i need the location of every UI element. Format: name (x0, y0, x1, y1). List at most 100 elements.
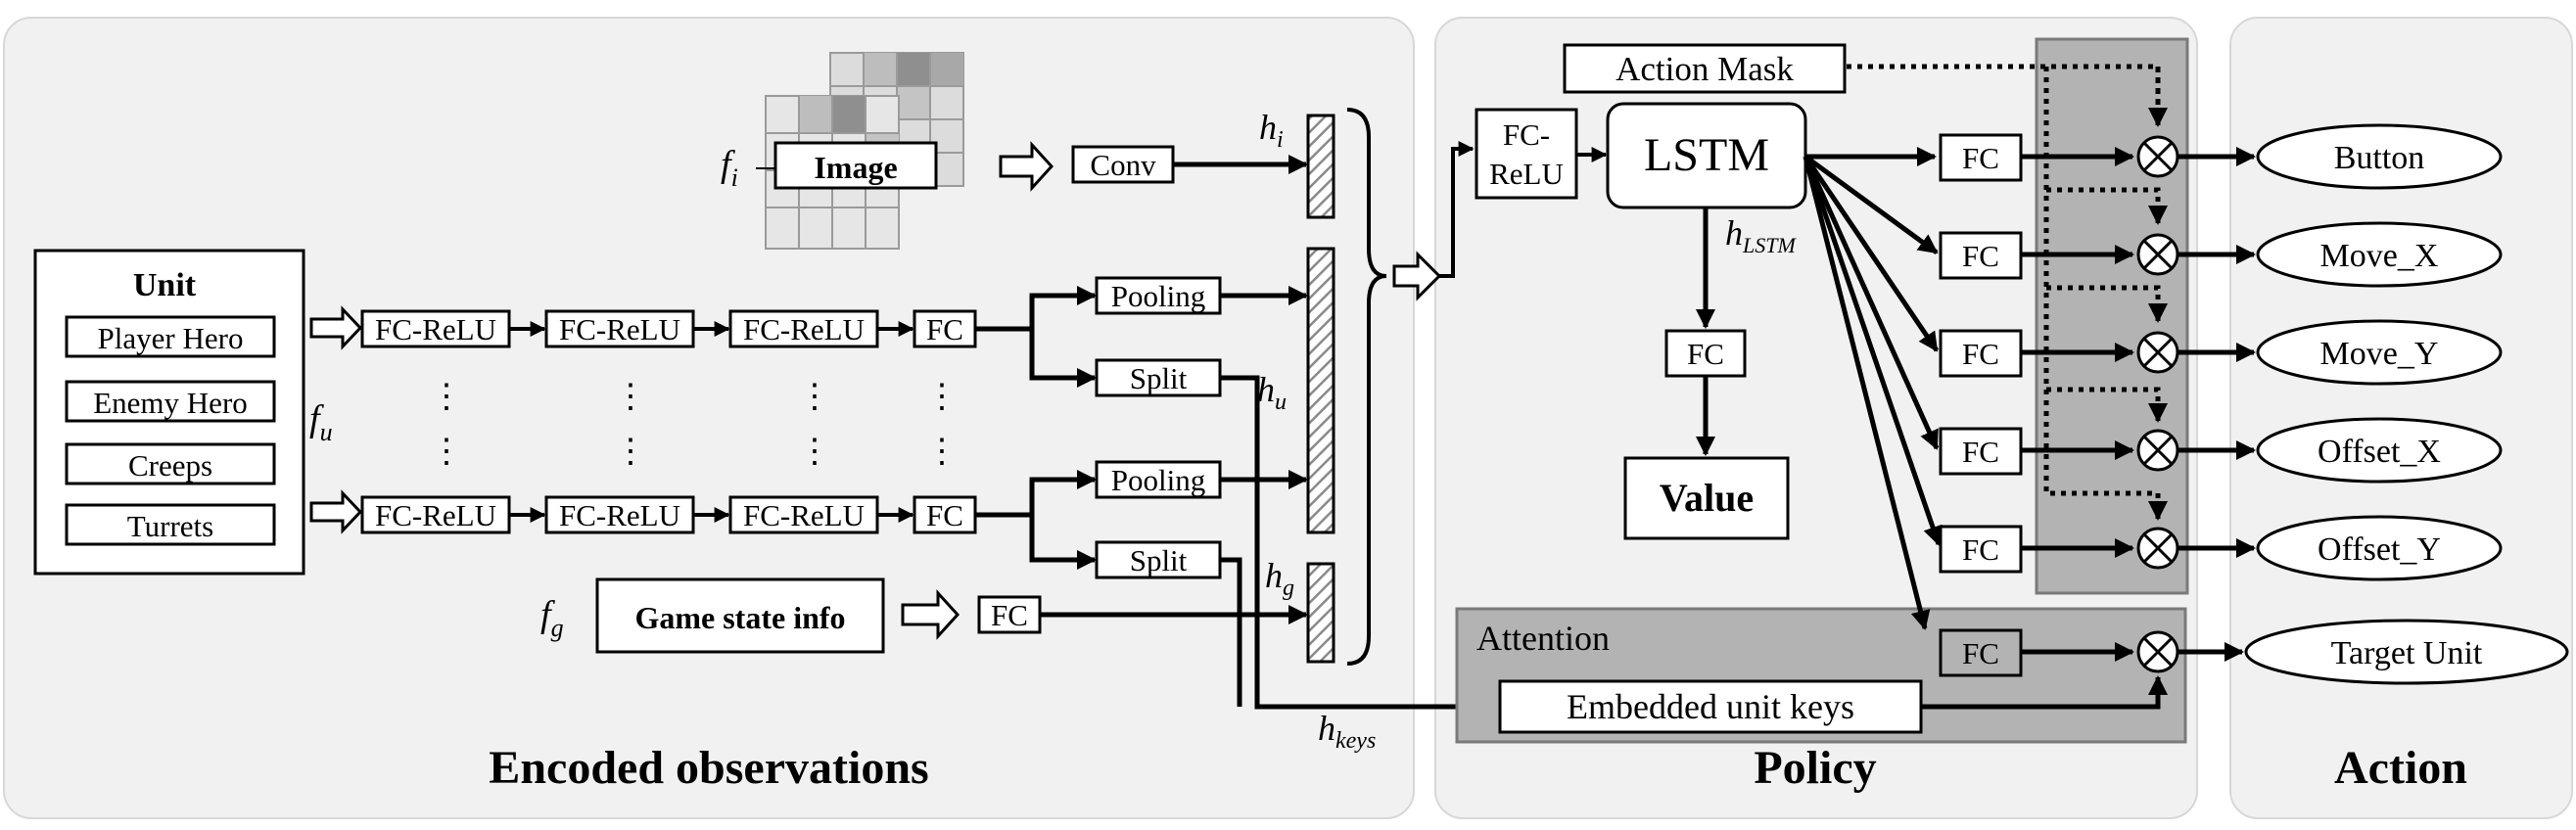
unit-item-box (65, 380, 276, 423)
fc-box (913, 495, 977, 534)
fc-box (913, 309, 977, 348)
action-move-x (2256, 221, 2503, 288)
attention-label: Attention (1476, 619, 1610, 658)
fc-label: FC (926, 498, 963, 532)
hkeys-label: hkeys (1318, 709, 1376, 754)
head-fc-label: FC (1962, 435, 1999, 469)
vdots: ⋮ (430, 434, 463, 470)
multiply-icon (2142, 337, 2174, 368)
fc-label: FC (991, 598, 1028, 632)
policy-fc-relu-line1: FC- (1503, 117, 1550, 152)
action-label-offset-y: Offset_Y (2318, 531, 2441, 568)
vdots: ⋮ (614, 434, 647, 470)
vdots: ⋮ (614, 379, 647, 415)
encoded-observations-panel (3, 17, 1415, 819)
fc-label: FC (926, 312, 963, 346)
head-fc-label: FC (1962, 337, 1999, 371)
split-label: Split (1130, 543, 1188, 577)
head-fc-box (1939, 133, 2023, 182)
multiply-icon (2142, 435, 2174, 466)
action-label-button: Button (2334, 140, 2425, 176)
hollow-arrow-icon (999, 141, 1054, 192)
action-button (2256, 123, 2503, 190)
fc-relu-box (360, 495, 511, 534)
game-state-label: Game state info (634, 600, 845, 635)
embedded-keys-label: Embedded unit keys (1567, 687, 1854, 726)
action-target-unit (2244, 619, 2569, 685)
unit-encoder-row-bottom: FC-ReLU FC-ReLU FC-ReLU FC Pooling Split (360, 460, 1222, 579)
hu-vector (1306, 247, 1335, 534)
split-box (1095, 540, 1222, 579)
vdots: ⋮ (430, 379, 463, 415)
hi-vector (1306, 114, 1335, 219)
action-offset-y (2256, 515, 2503, 581)
unit-item-turrets: Turrets (127, 509, 213, 543)
unit-encoder-row-top: FC-ReLU FC-ReLU FC-ReLU FC Pooling Split (360, 276, 1222, 397)
action-label-move-y: Move_Y (2320, 336, 2439, 372)
vdots: ⋮ (925, 379, 959, 415)
hlstm-label: hLSTM (1725, 213, 1797, 257)
head-fc-label: FC (1962, 636, 1999, 670)
embedded-keys-box (1498, 679, 1923, 734)
value-box (1623, 456, 1790, 540)
vdots: ⋮ (925, 434, 959, 470)
action-label-offset-x: Offset_X (2318, 434, 2441, 470)
action-mask-label: Action Mask (1616, 50, 1794, 88)
action-label-move-x: Move_X (2320, 238, 2439, 274)
action-label-target-unit: Target Unit (2331, 635, 2483, 671)
image-label: Image (814, 150, 897, 185)
image-box (773, 141, 938, 190)
conv-label: Conv (1090, 148, 1156, 182)
fc-relu-box (360, 309, 511, 348)
section-title-policy: Policy (1754, 742, 1876, 794)
multiply-icon (2142, 636, 2174, 668)
multiply-icon (2142, 141, 2174, 172)
hu-label: hu (1257, 370, 1287, 415)
head-fc-label: FC (1962, 239, 1999, 273)
unit-item-enemy-hero: Enemy Hero (93, 386, 248, 420)
pooling-box (1095, 276, 1222, 315)
action-move-y (2256, 319, 2503, 386)
unit-item-box (65, 503, 276, 546)
hg-label: hg (1265, 556, 1294, 601)
pooling-label: Pooling (1111, 279, 1205, 313)
unit-item-player-hero: Player Hero (98, 321, 244, 355)
unit-box: Unit Player Hero Enemy Hero Creeps Turre… (33, 249, 305, 576)
split-box (1095, 358, 1222, 397)
value-fc-label: FC (1687, 337, 1724, 371)
action-offset-x (2256, 417, 2503, 484)
action-outputs: Button Move_X Move_Y Offset_X Offset_Y T… (2244, 123, 2569, 685)
fc-relu-label: FC-ReLU (375, 498, 496, 532)
pooling-label: Pooling (1111, 463, 1205, 497)
fc-relu-box (544, 309, 695, 348)
game-state-box (595, 577, 885, 654)
lstm-label: LSTM (1644, 129, 1769, 181)
fc-relu-label: FC-ReLU (743, 498, 865, 532)
vdots: ⋮ (798, 434, 831, 470)
fc-relu-label: FC-ReLU (743, 312, 865, 346)
hi-label: hi (1259, 108, 1284, 153)
unit-title: Unit (133, 267, 197, 303)
head-fc-box (1939, 525, 2023, 574)
policy-fc-relu-line2: ReLU (1489, 157, 1564, 191)
concat-brace (1346, 108, 1387, 666)
section-title-encoded: Encoded observations (489, 742, 928, 794)
hollow-arrow-icon (1392, 251, 1442, 301)
value-fc-box (1664, 329, 1747, 378)
section-title-action: Action (2334, 742, 2467, 794)
head-fc-box (1939, 231, 2023, 280)
fc-relu-label: FC-ReLU (559, 498, 680, 532)
fc-relu-label: FC-ReLU (375, 312, 496, 346)
hollow-arrow-icon (309, 489, 363, 534)
vdots: ⋮ (798, 379, 831, 415)
head-fc-label: FC (1962, 141, 1999, 175)
unit-item-box (65, 442, 276, 485)
action-mask-box (1563, 43, 1847, 94)
hg-vector (1306, 562, 1335, 664)
fc-relu-box (728, 495, 879, 534)
value-label: Value (1660, 476, 1754, 520)
fc-relu-box (544, 495, 695, 534)
multiply-icon (2142, 239, 2174, 270)
mask-panel (2035, 37, 2189, 595)
